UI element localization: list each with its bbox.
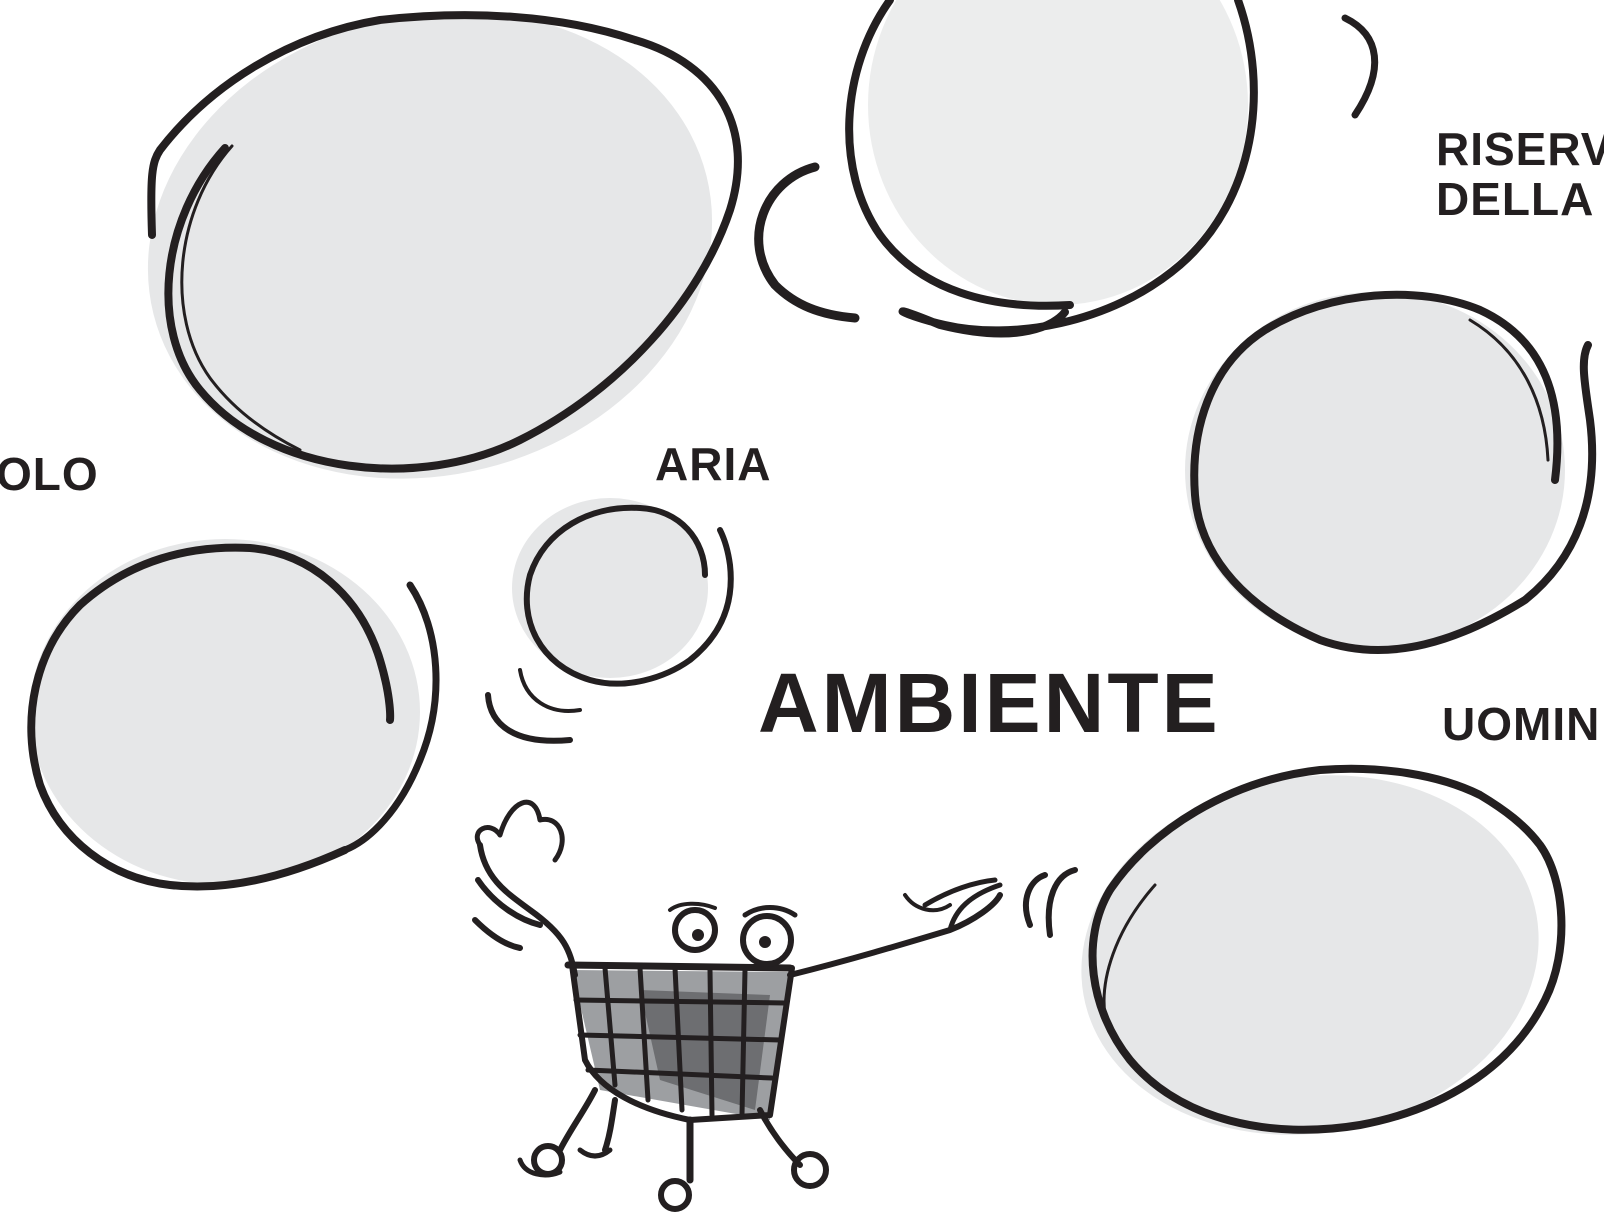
bubble-aria	[485, 498, 734, 744]
diagram-title: AMBIENTE	[758, 656, 1221, 750]
bubble-top-center	[754, 0, 1379, 338]
cart-basket-dark	[640, 990, 770, 1110]
bubble-bottom-right	[1081, 764, 1566, 1135]
label-riserve-partial: RISERVE DELLA T	[1436, 123, 1604, 225]
label-suolo-partial: OLO	[0, 448, 99, 500]
bubble-right	[1185, 290, 1597, 654]
label-aria: ARIA	[655, 438, 772, 490]
shopping-cart-mascot	[472, 799, 1078, 1212]
label-uomini-partial: UOMIN	[1442, 698, 1601, 750]
bubble-left	[27, 539, 440, 891]
bubble-top-left	[147, 11, 742, 479]
